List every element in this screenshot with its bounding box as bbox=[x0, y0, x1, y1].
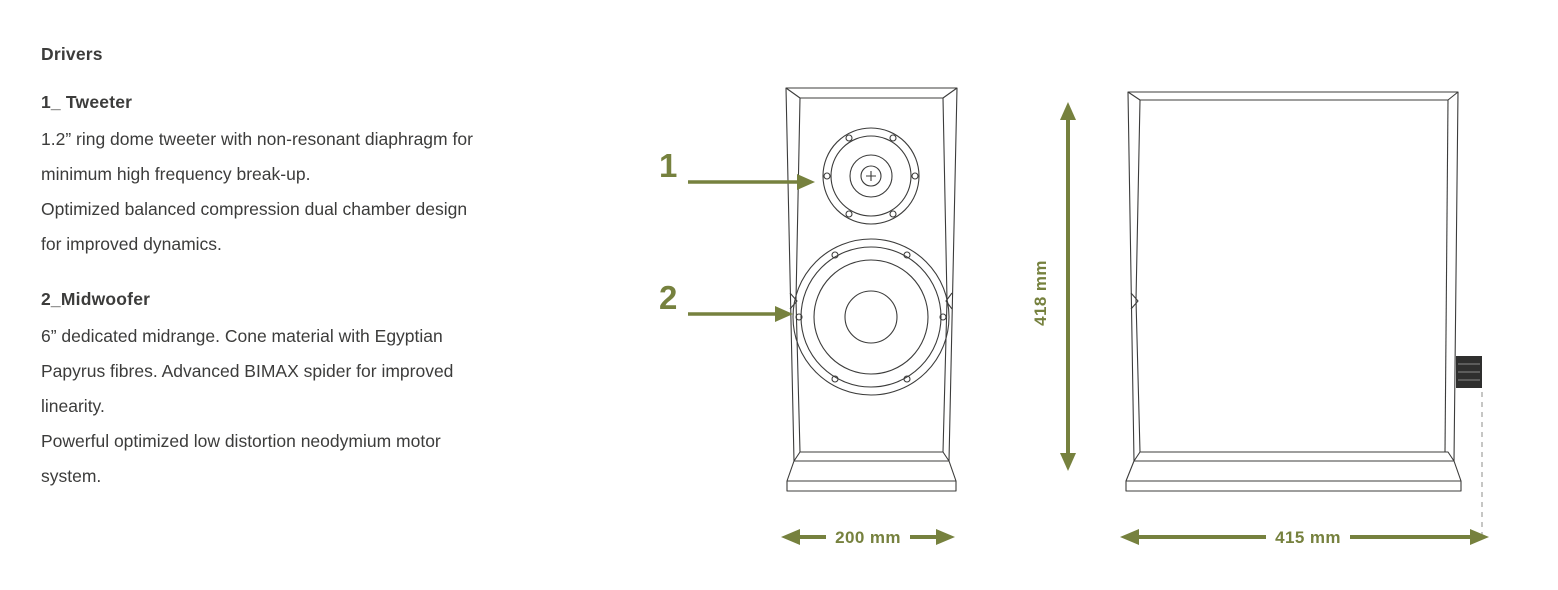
side-bottom-chamfer bbox=[1133, 451, 1455, 462]
callout-tweeter: 1 bbox=[659, 147, 815, 190]
tweeter-section: 1_ Tweeter 1.2” ring dome tweeter with n… bbox=[41, 92, 601, 262]
arrowhead-right-icon bbox=[1470, 529, 1489, 545]
midwoofer-paragraph-2: Powerful optimized low distortion neodym… bbox=[41, 424, 601, 494]
side-cabinet-outline bbox=[1127, 91, 1459, 462]
front-plinth bbox=[786, 460, 957, 492]
tweeter-center-cross bbox=[866, 171, 876, 181]
midwoofer-section: 2_Midwoofer 6” dedicated midrange. Cone … bbox=[41, 289, 601, 494]
width-dimension-label: 200 mm bbox=[835, 528, 901, 547]
tweeter-paragraph-1: 1.2” ring dome tweeter with non-resonant… bbox=[41, 122, 601, 192]
text-line: system. bbox=[41, 466, 102, 486]
front-cabinet-outline bbox=[785, 87, 958, 462]
side-plinth bbox=[1125, 460, 1462, 492]
rear-terminal-knob bbox=[1456, 356, 1482, 388]
text-line: linearity. bbox=[41, 396, 105, 416]
width-dimension: 200 mm bbox=[781, 528, 955, 547]
arrowhead-right-icon bbox=[936, 529, 955, 545]
arrowhead-right-icon bbox=[775, 306, 793, 322]
text-line: Papyrus fibres. Advanced BIMAX spider fo… bbox=[41, 361, 454, 381]
text-line: 1.2” ring dome tweeter with non-resonant… bbox=[41, 129, 473, 149]
text-line: Powerful optimized low distortion neodym… bbox=[41, 431, 441, 451]
arrowhead-up-icon bbox=[1060, 102, 1076, 120]
side-top-chamfer bbox=[1127, 91, 1459, 101]
arrowhead-left-icon bbox=[781, 529, 800, 545]
front-bottom-chamfer bbox=[793, 451, 950, 462]
front-left-facet bbox=[795, 97, 801, 453]
front-view-drawing bbox=[785, 87, 958, 492]
height-dimension: 418 mm bbox=[1031, 102, 1076, 471]
depth-dimension: 415 mm bbox=[1120, 528, 1489, 547]
front-right-facet bbox=[942, 97, 948, 453]
arrowhead-left-icon bbox=[1120, 529, 1139, 545]
tweeter-title: 1_ Tweeter bbox=[41, 92, 133, 112]
depth-dimension-label: 415 mm bbox=[1275, 528, 1341, 547]
midwoofer-title: 2_Midwoofer bbox=[41, 289, 151, 309]
text-line: 6” dedicated midrange. Cone material wit… bbox=[41, 326, 443, 346]
midwoofer-paragraph-1: 6” dedicated midrange. Cone material wit… bbox=[41, 319, 601, 424]
callout-1-number: 1 bbox=[659, 147, 677, 184]
front-top-chamfer bbox=[785, 87, 958, 99]
speaker-technical-drawing: 418 mm 200 mm 415 mm 1 2 bbox=[659, 87, 1489, 547]
side-view-drawing bbox=[1125, 91, 1483, 540]
drivers-text-panel: Drivers 1_ Tweeter 1.2” ring dome tweete… bbox=[41, 44, 601, 494]
midwoofer-screws bbox=[795, 251, 947, 383]
arrowhead-down-icon bbox=[1060, 453, 1076, 471]
text-line: for improved dynamics. bbox=[41, 234, 222, 254]
tweeter-drawing bbox=[822, 127, 920, 225]
text-line: minimum high frequency break-up. bbox=[41, 164, 311, 184]
midwoofer-drawing bbox=[792, 238, 950, 396]
callout-2-number: 2 bbox=[659, 279, 677, 316]
side-front-facet bbox=[1135, 99, 1141, 453]
arrowhead-right-icon bbox=[797, 174, 815, 190]
front-right-notch bbox=[945, 292, 953, 310]
side-front-notch bbox=[1130, 292, 1139, 310]
callout-midwoofer: 2 bbox=[659, 279, 793, 322]
front-left-notch bbox=[789, 292, 798, 310]
tweeter-paragraph-2: Optimized balanced compression dual cham… bbox=[41, 192, 601, 262]
height-dimension-label: 418 mm bbox=[1031, 260, 1050, 326]
text-line: Optimized balanced compression dual cham… bbox=[41, 199, 468, 219]
side-back-panel-line bbox=[1444, 99, 1449, 453]
drivers-heading: Drivers bbox=[41, 44, 103, 64]
tweeter-screws bbox=[823, 134, 919, 218]
